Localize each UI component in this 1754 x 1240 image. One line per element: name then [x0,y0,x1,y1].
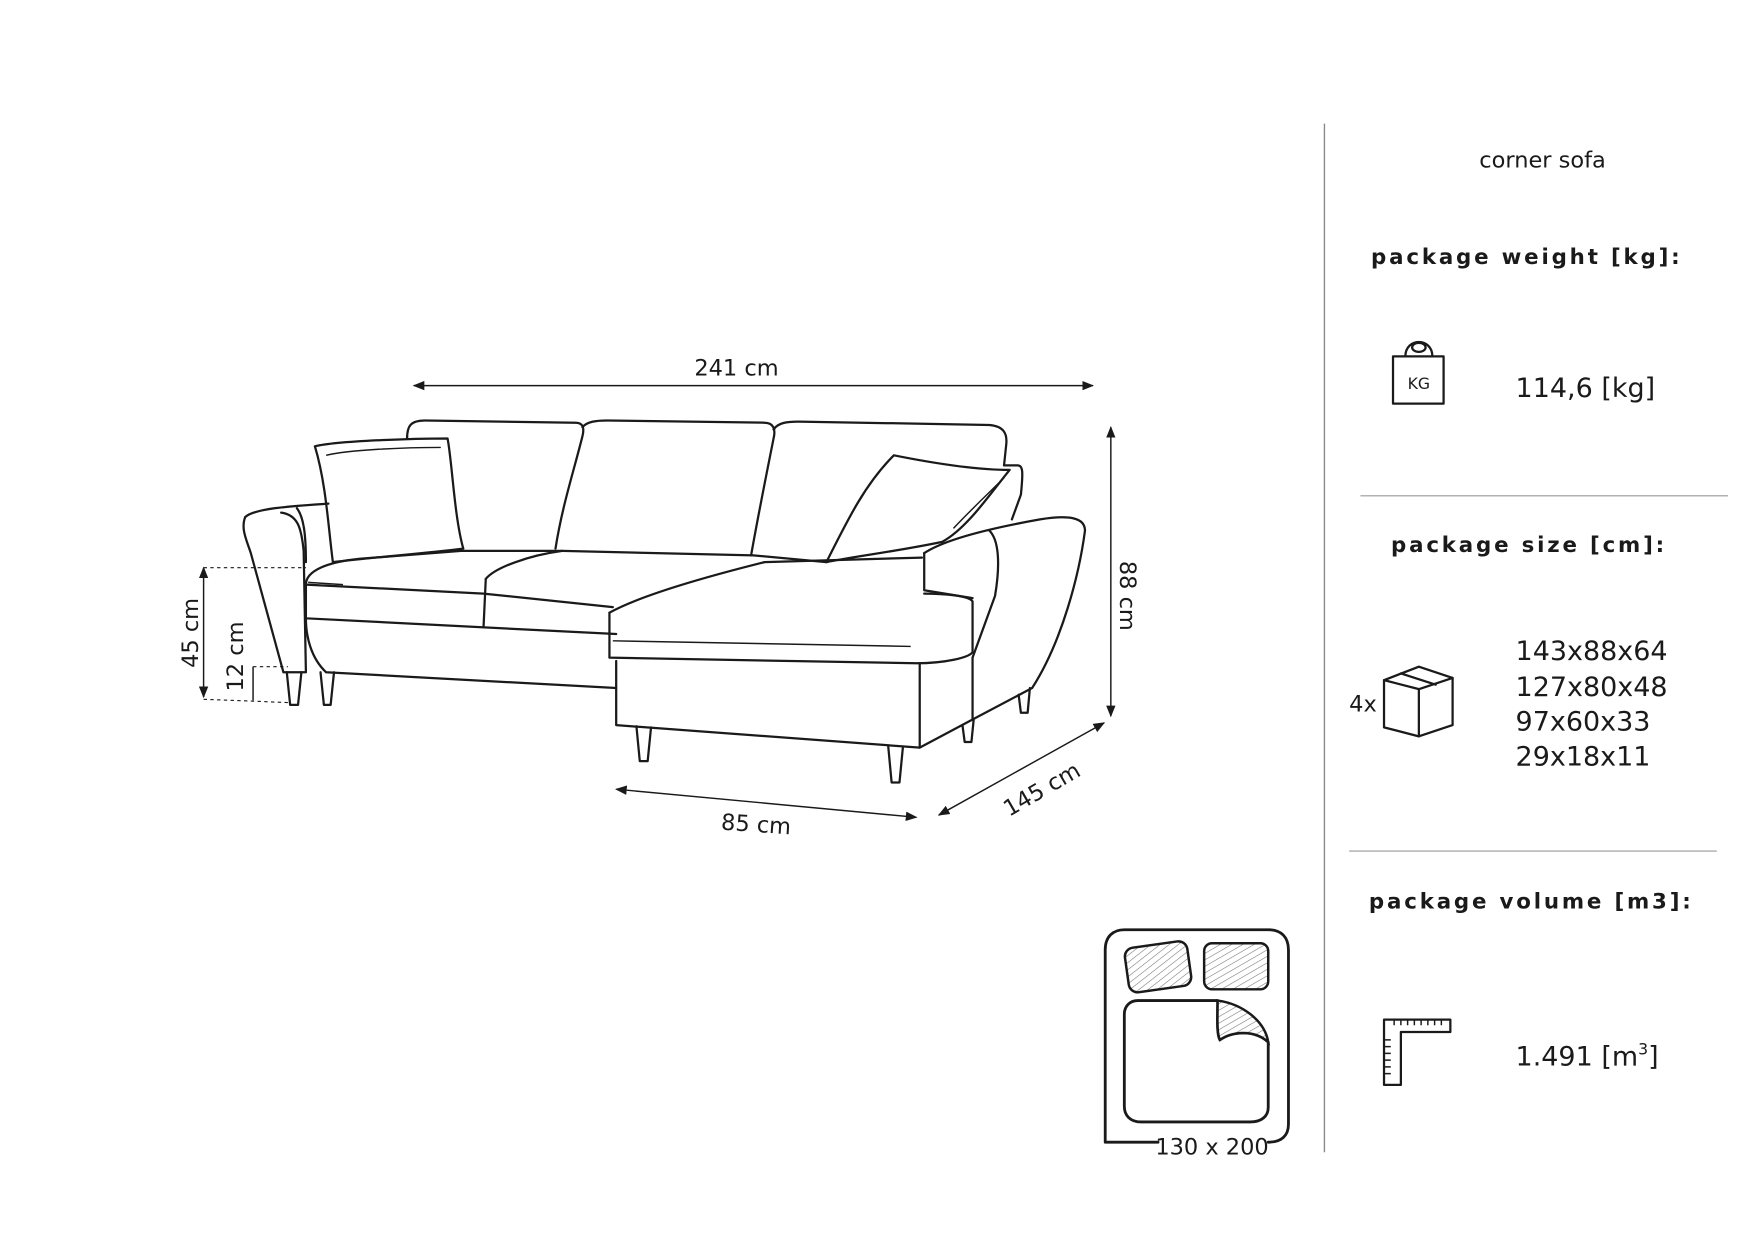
dimension-annotations: 241 cm 88 cm 145 cm 85 cm 45 cm 12 cm [178,355,1140,840]
package-count: 4x [1349,692,1377,718]
box-icon [1382,665,1454,738]
package-volume-heading: package volume [m3]: [1369,889,1694,914]
package-size-2: 127x80x48 [1516,672,1668,703]
height-label: 88 cm [1114,561,1140,631]
package-size-heading: package size [cm]: [1391,533,1667,558]
ruler-icon [1382,1018,1452,1086]
bed-size-icon: 130 x 200 [1103,928,1290,1161]
bed-size-label: 130 x 200 [1155,1135,1268,1161]
package-weight-value: 114,6 [kg] [1516,373,1656,404]
weight-icon: KG [1391,341,1445,405]
package-info-panel: corner sofa package weight [kg]: KG 114,… [1349,148,1729,1086]
package-size-3: 97x60x33 [1516,707,1651,738]
chaise-width-label: 85 cm [720,810,792,841]
seat-height-label: 45 cm [178,598,204,668]
width-label: 241 cm [694,355,778,381]
volume-number: 1.491 [m [1516,1042,1639,1073]
leg-height-label: 12 cm [223,622,249,692]
package-size-1: 143x88x64 [1516,636,1668,667]
sofa-illustration [242,419,1087,784]
package-volume-value: 1.491 [m3] [1516,1040,1659,1073]
volume-bracket: ] [1648,1042,1659,1073]
depth-label: 145 cm [999,758,1085,823]
package-size-4: 29x18x11 [1516,742,1651,773]
package-weight-heading: package weight [kg]: [1371,245,1682,270]
product-type-label: corner sofa [1479,148,1606,174]
weight-icon-text: KG [1408,374,1431,393]
volume-unit-superscript: 3 [1638,1040,1648,1059]
